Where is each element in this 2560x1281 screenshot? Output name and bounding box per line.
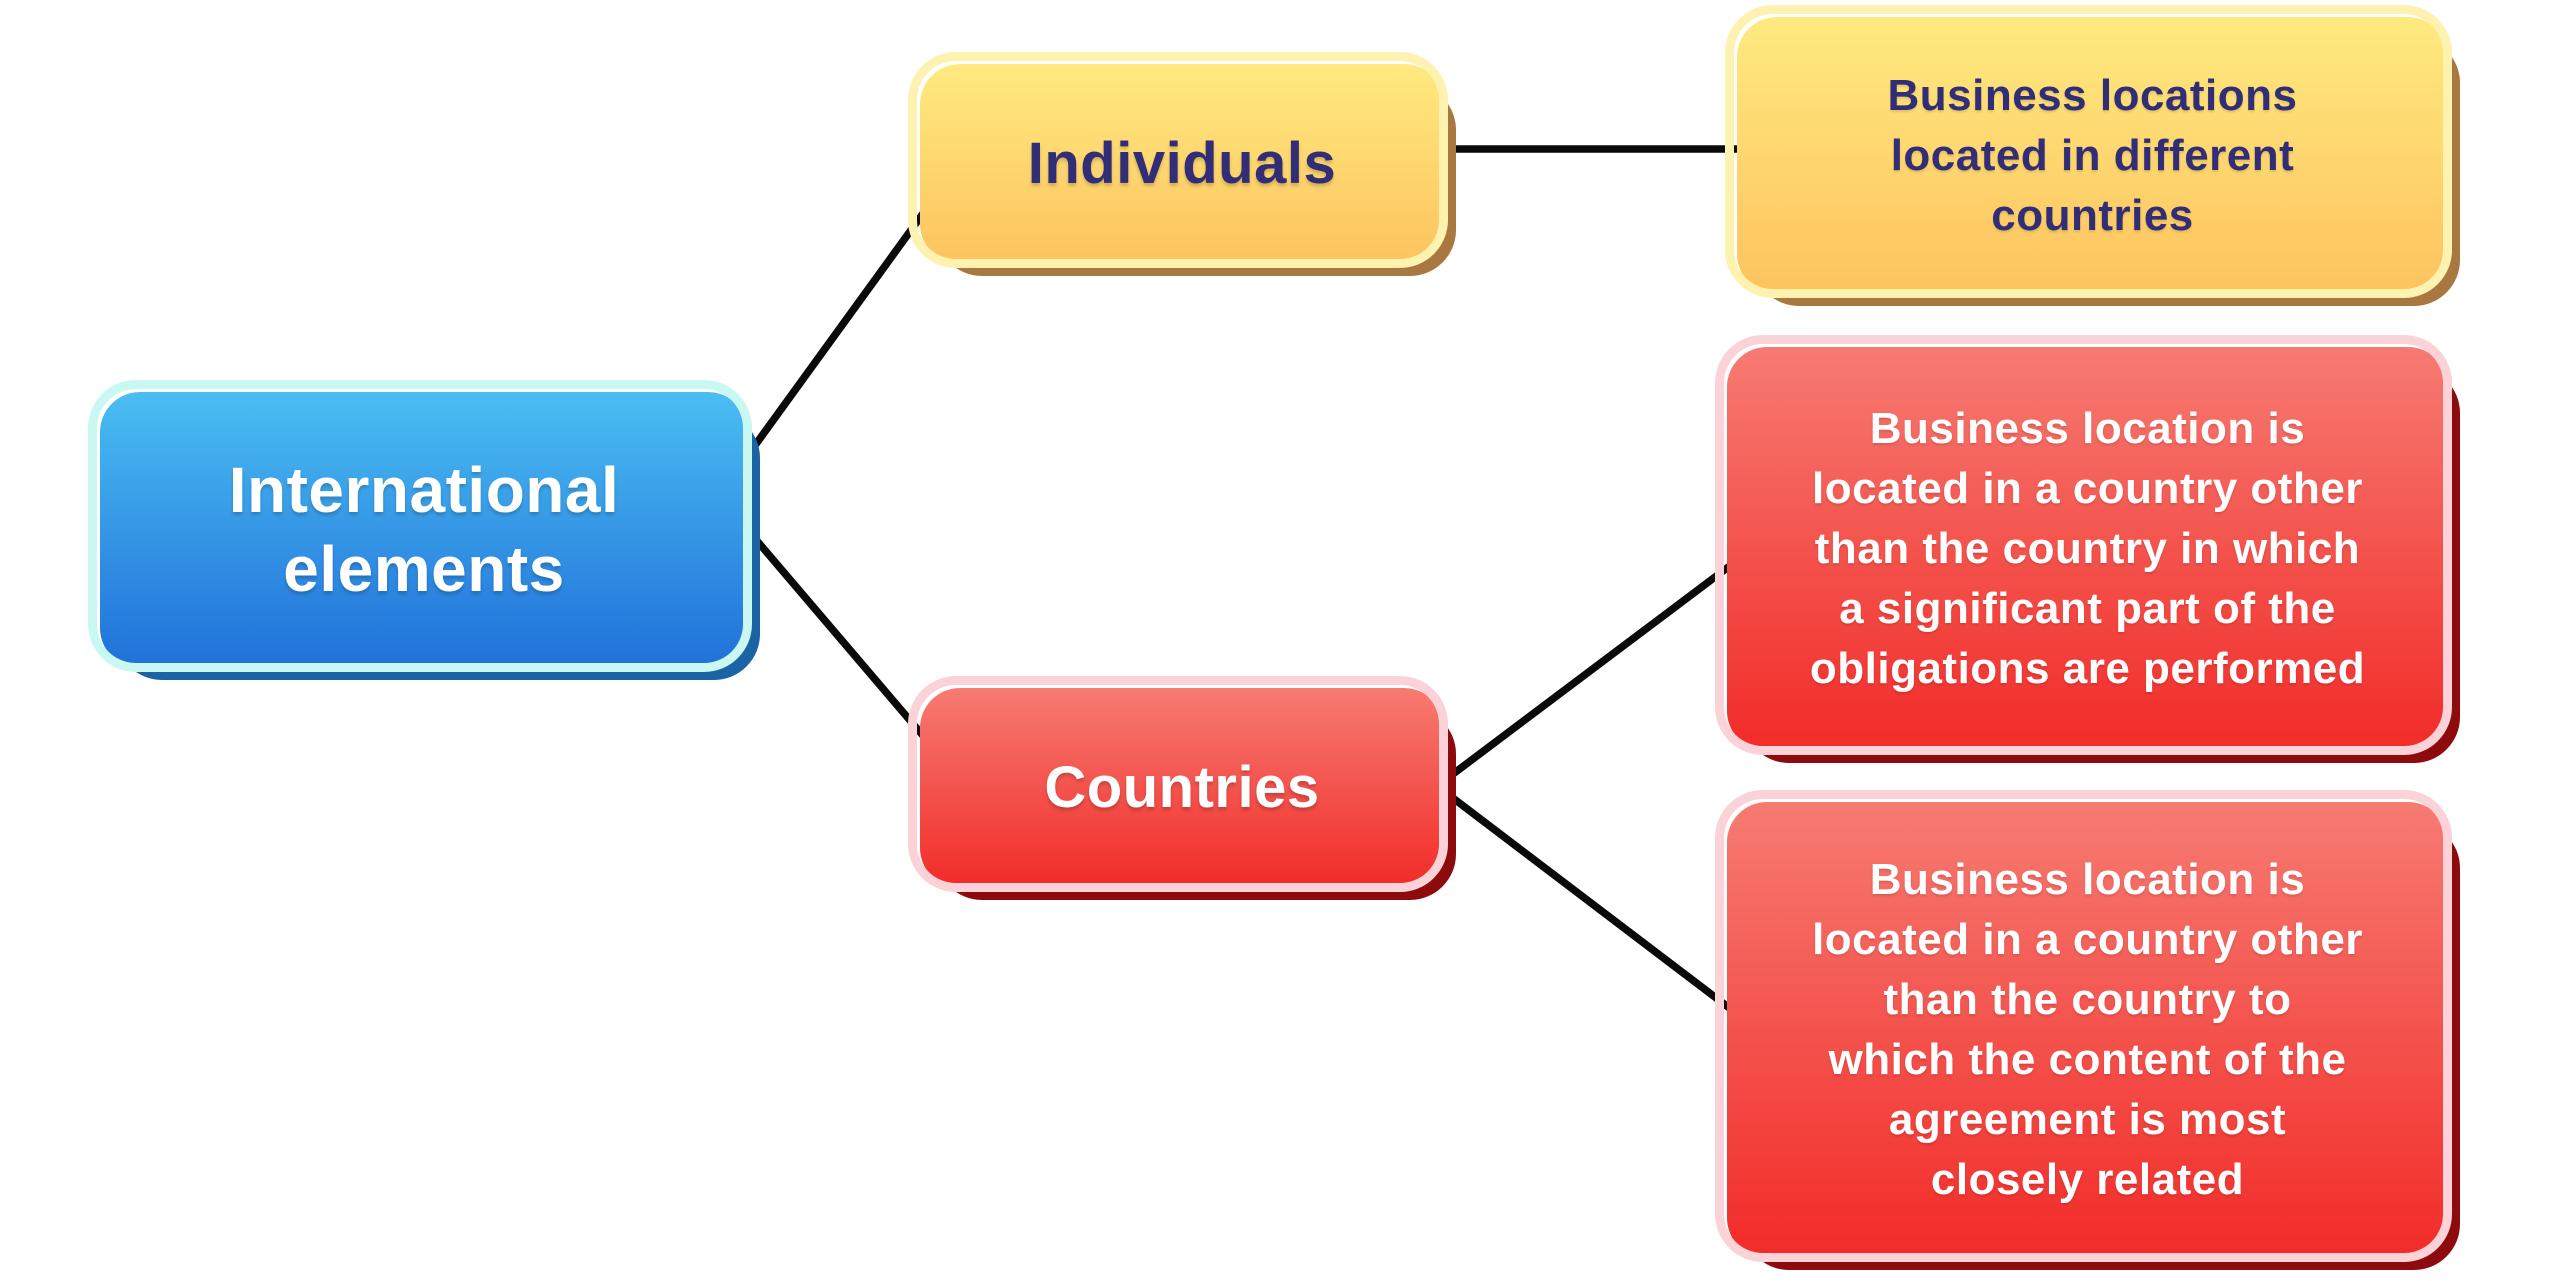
detail-node-agreement-related: Business location is located in a countr… (1715, 790, 2460, 1270)
branch-node-label: Countries (1044, 755, 1320, 821)
root-node-label: International elements (228, 453, 620, 605)
node-fill: Business locations located in different … (1737, 17, 2448, 294)
root-node-international-elements: International elements (88, 380, 760, 680)
node-fill: Countries (920, 688, 1444, 888)
detail-node-text: Business location is located in a countr… (1809, 404, 2366, 693)
detail-node-text: Business locations located in different … (1887, 70, 2298, 240)
detail-node-text: Business location is located in a countr… (1812, 855, 2363, 1204)
branch-node-individuals: Individuals (908, 52, 1456, 276)
detail-node-obligations-performed: Business location is located in a countr… (1715, 335, 2460, 763)
node-fill: Business location is located in a countr… (1727, 802, 2448, 1258)
branch-node-countries: Countries (908, 676, 1456, 900)
branch-node-label: Individuals (1027, 131, 1337, 197)
node-fill: Individuals (920, 64, 1444, 264)
detail-node-different-countries: Business locations located in different … (1725, 5, 2460, 306)
node-fill: International elements (100, 392, 748, 668)
node-fill: Business location is located in a countr… (1727, 347, 2448, 751)
